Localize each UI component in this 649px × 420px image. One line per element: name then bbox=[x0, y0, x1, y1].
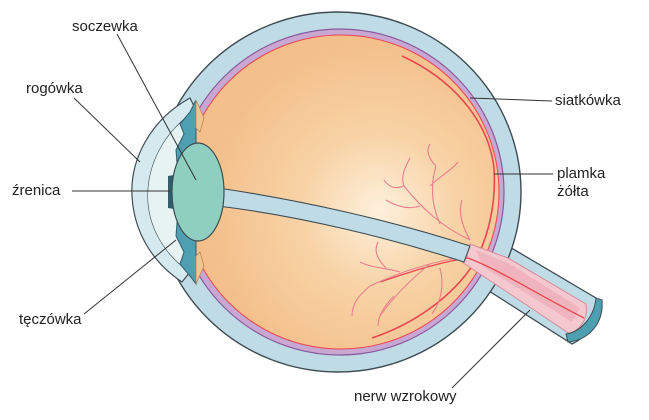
retinal-vessels-upper bbox=[383, 143, 471, 241]
label-optic-nerve: nerw wzrokowy bbox=[354, 388, 457, 405]
leader-retina bbox=[469, 97, 553, 102]
label-retina: siatkówka bbox=[555, 92, 621, 109]
optic-nerve-cap bbox=[565, 297, 603, 343]
retinal-vessel-main bbox=[379, 257, 585, 319]
hyaloid-canal bbox=[217, 187, 471, 263]
leader-optic-nerve bbox=[451, 309, 531, 389]
label-pupil: źrenica bbox=[12, 182, 61, 199]
retina bbox=[371, 55, 496, 339]
ciliary-body-lower bbox=[195, 251, 205, 285]
label-lens: soczewka bbox=[72, 18, 138, 35]
label-macula-line2: żółta bbox=[557, 183, 589, 200]
label-macula: plamka żółta bbox=[557, 165, 605, 201]
leader-lines bbox=[72, 33, 553, 389]
label-macula-line1: plamka bbox=[557, 165, 606, 182]
leader-lens bbox=[116, 33, 197, 181]
label-cornea: rogówka bbox=[26, 80, 83, 97]
label-iris: tęczówka bbox=[19, 311, 82, 328]
lens bbox=[171, 142, 225, 242]
leader-iris bbox=[83, 239, 177, 315]
leader-cornea bbox=[73, 97, 141, 163]
ciliary-body-upper bbox=[195, 99, 205, 133]
optic-nerve-core bbox=[476, 250, 580, 322]
